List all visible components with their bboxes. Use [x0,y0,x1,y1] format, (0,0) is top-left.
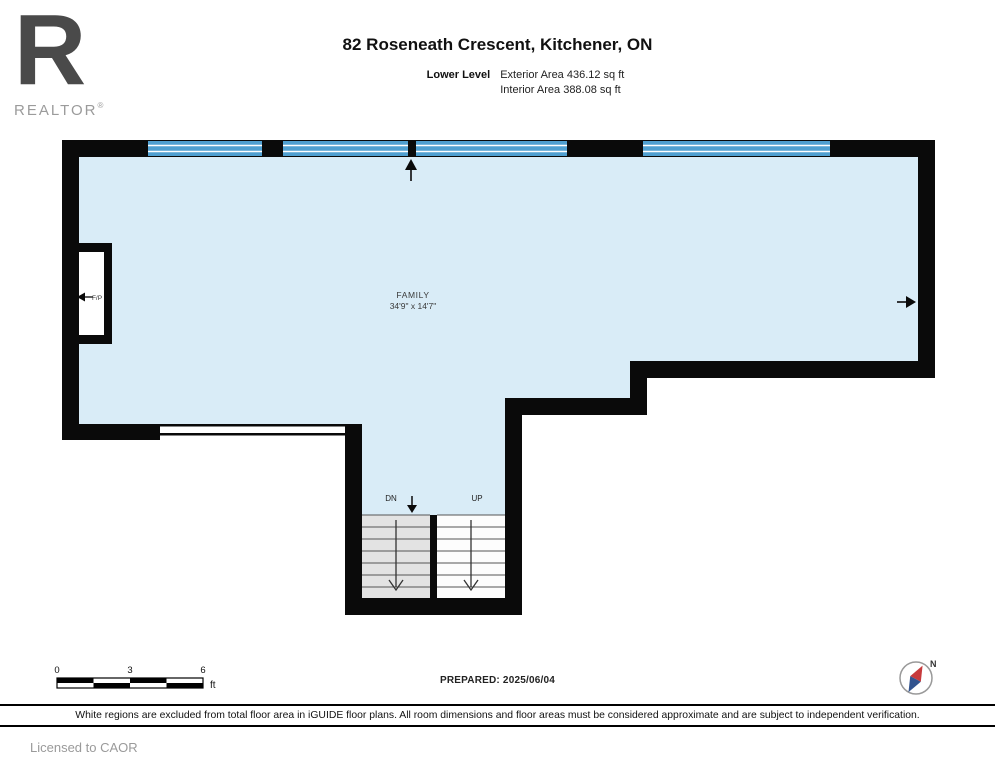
window-frame-lines [148,144,830,153]
room-name-label: FAMILY [396,290,429,300]
stairs-down-arrow-icon [407,496,417,513]
floor-area [79,157,918,515]
realtor-logo-mark: R [14,0,87,106]
room-dimensions-label: 34'9" x 14'7" [390,301,437,311]
scale-tick-0: 0 [54,665,59,676]
compass-icon: N [899,659,937,695]
realtor-logo: R REALTOR ® [14,0,134,119]
prepared-date: PREPARED: 2025/06/04 [440,675,555,686]
stairs-up-label: UP [471,494,482,503]
scale-unit-label: ft [210,680,216,691]
realtor-wordmark-row: REALTOR ® [14,101,134,119]
scale-tick-3: 3 [127,665,132,676]
area-summary: Exterior Area 436.12 sq ft Interior Area… [500,68,624,97]
exterior-area-text: Exterior Area 436.12 sq ft [500,69,625,81]
scale-bar: 0 3 6 ft [54,665,215,691]
stair-flight-arrow-icon [388,520,479,592]
staircase: DN UP [362,494,505,598]
windows [148,141,830,156]
disclaimer-bar: White regions are excluded from total fl… [0,704,995,727]
registered-mark-icon: ® [97,101,104,110]
fireplace-label: F/P [92,295,102,302]
interior-area-text: Interior Area 388.08 sq ft [500,83,621,96]
realtor-wordmark: REALTOR [14,102,98,119]
fireplace: F/P [77,252,104,335]
compass-north-label: N [930,659,937,669]
fireplace-arrow-icon [77,292,93,302]
door-arrow-up-icon [405,159,417,181]
page-title: 82 Roseneath Crescent, Kitchener, ON [342,35,653,54]
door-arrow-right-icon [897,296,916,308]
level-label: Lower Level [426,69,491,81]
scale-tick-6: 6 [200,665,205,676]
license-text: Licensed to CAOR [30,740,138,755]
stairs-down-label: DN [385,494,397,503]
patio-opening-lines [160,424,345,436]
plan-subheader: Lower Level Exterior Area 436.12 sq ft I… [28,68,995,97]
